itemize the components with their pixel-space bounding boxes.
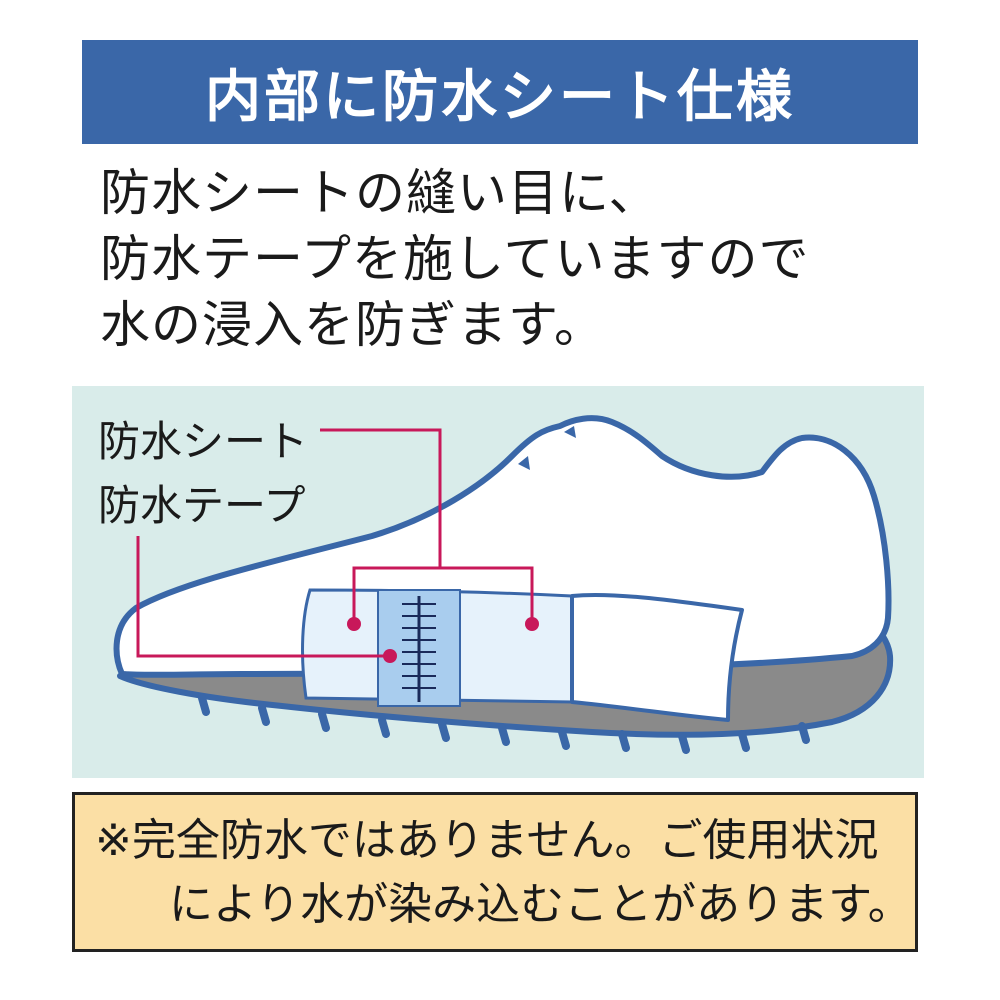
label-waterproof-sheet: 防水シート — [98, 417, 309, 466]
description-line-3: 水の浸入を防ぎます。 — [100, 296, 605, 354]
callout-dot-sheet-right — [525, 617, 539, 631]
shoe-diagram-svg — [113, 415, 894, 754]
note-line-1: ※完全防水ではありません。ご使用状況 — [95, 815, 879, 866]
label-waterproof-tape: 防水テープ — [98, 481, 306, 530]
banner-title: 内部に防水シート仕様 — [205, 64, 795, 130]
description-line-2: 防水テープを施していますので — [100, 230, 810, 288]
sole-tread — [198, 694, 810, 754]
callout-line-tape — [136, 536, 390, 658]
description-line-1: 防水シートの縫い目に、 — [100, 164, 660, 222]
lace-eyelet-2 — [564, 426, 576, 438]
shoe-diagram: 防水シート 防水テープ — [72, 386, 924, 778]
callout-line-sheet — [320, 428, 442, 568]
description-text: 防水シートの縫い目に、 防水テープを施していますので 水の浸入を防ぎます。 — [100, 160, 960, 358]
peeled-outer-layer — [570, 592, 744, 722]
lace-eyelet-1 — [518, 456, 530, 470]
stitch-marks — [402, 603, 436, 689]
callout-dot-sheet-left — [347, 617, 361, 631]
note-line-2: により水が染み込むことがあります。 — [169, 879, 912, 930]
callout-dot-tape — [383, 649, 397, 663]
title-banner: 内部に防水シート仕様 — [82, 40, 918, 144]
disclaimer-note: ※完全防水ではありません。ご使用状況 により水が染み込むことがあります。 — [72, 792, 918, 952]
callout-line-sheet-branch — [352, 566, 534, 624]
